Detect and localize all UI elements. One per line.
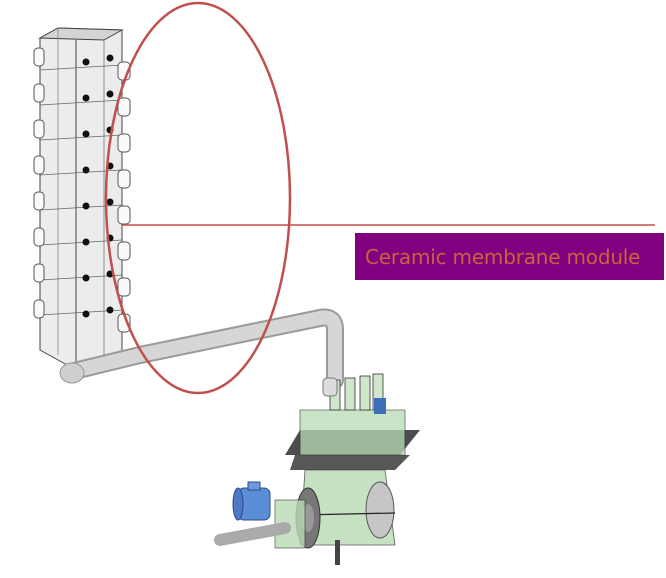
compressor-unit [214,373,420,565]
ceramic-membrane-module [33,27,131,371]
callout-label: Ceramic membrane module [365,244,641,269]
highlight-ellipse [104,1,292,395]
annotation [104,1,655,395]
drive-motor [232,481,271,521]
callout-label-box: Ceramic membrane module [355,233,664,280]
connecting-pipe [59,308,344,389]
